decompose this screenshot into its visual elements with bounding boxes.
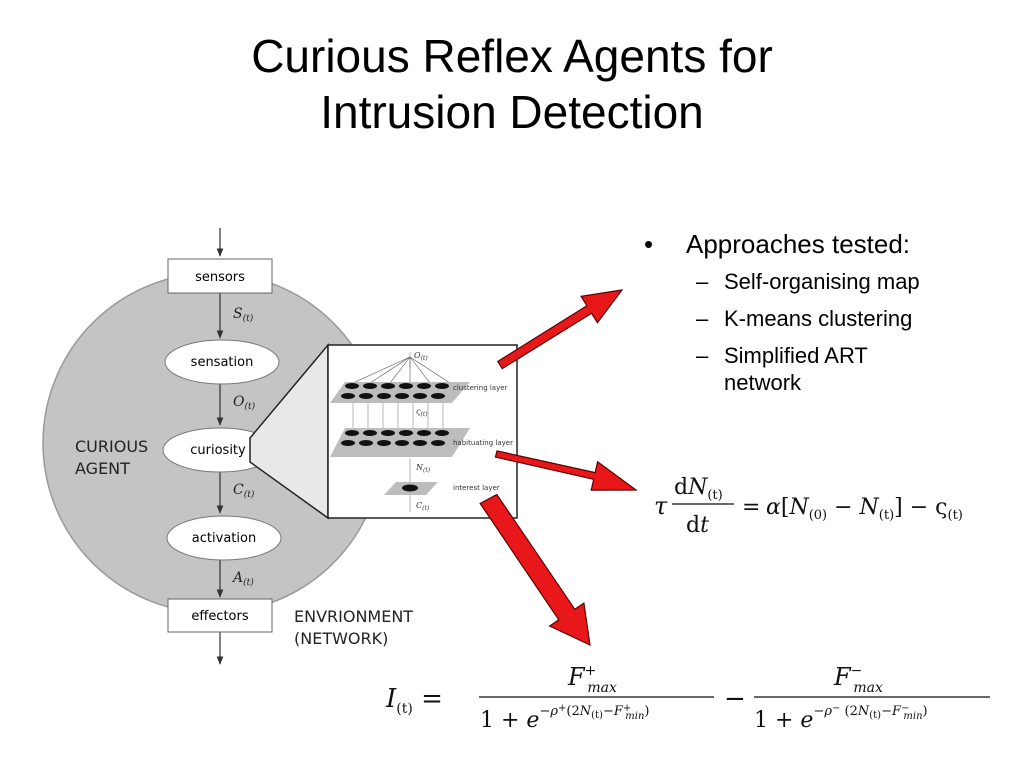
sub-bullet-text: Simplified ART network bbox=[724, 343, 868, 395]
activation-label: activation bbox=[192, 531, 256, 546]
svg-text:α[N(0) − N(t)] − ς(t): α[N(0) − N(t)] − ς(t) bbox=[766, 495, 963, 523]
dash: – bbox=[696, 269, 709, 294]
bullet-sublist: –Self-organising map –K-means clustering… bbox=[696, 268, 1010, 396]
red-arrow-to-bullets bbox=[496, 289, 624, 370]
sub-bullet-text: K-means clustering bbox=[724, 306, 913, 331]
inset-signal-n: N(t) bbox=[415, 463, 431, 474]
interest-layer-label: interest layer bbox=[453, 484, 500, 492]
sub-bullet: –Self-organising map bbox=[696, 268, 1010, 295]
habituation-equation: τ dN(t) dt = α[N(0) − N(t)] − ς(t) bbox=[654, 475, 963, 538]
bullet-main-text: Approaches tested: bbox=[686, 229, 911, 259]
signal-a-label: A(t) bbox=[231, 570, 254, 588]
title-line-1: Curious Reflex Agents for bbox=[251, 30, 773, 82]
svg-text:F+max: F+max bbox=[567, 663, 617, 696]
slide-title: Curious Reflex Agents for Intrusion Dete… bbox=[0, 28, 1024, 140]
title-line-2: Intrusion Detection bbox=[320, 86, 704, 138]
svg-text:dt: dt bbox=[686, 513, 709, 538]
sensation-node: sensation bbox=[164, 339, 280, 385]
dash: – bbox=[696, 306, 709, 331]
svg-text:dN(t): dN(t) bbox=[674, 475, 723, 503]
signal-c-label: C(t) bbox=[233, 482, 255, 500]
inset-signal-c: C(t) bbox=[416, 501, 430, 512]
bullet-dot: • bbox=[644, 229, 654, 259]
inset-signal-o: O(t) bbox=[414, 351, 428, 362]
environment-label: ENVRIONMENT (NETWORK) bbox=[294, 607, 418, 648]
agent-label: CURIOUS AGENT bbox=[75, 437, 153, 478]
interest-equation: I(t) = F+max 1 + e−ρ+(2N(t)−F+min) − F−m… bbox=[385, 663, 990, 733]
habituating-layer-label: habituating layer bbox=[453, 439, 513, 447]
dash: – bbox=[696, 343, 709, 368]
svg-text:−: − bbox=[724, 684, 746, 714]
sensors-label: sensors bbox=[195, 270, 245, 285]
sensation-label: sensation bbox=[191, 355, 254, 370]
curiosity-label: curiosity bbox=[190, 443, 246, 458]
red-arrow-to-interest-equation bbox=[479, 493, 591, 647]
inset-signal-s: ς(t) bbox=[416, 407, 428, 418]
sub-bullet-text: Self-organising map bbox=[724, 269, 920, 294]
activation-node: activation bbox=[166, 515, 282, 561]
signal-s-label: S(t) bbox=[233, 306, 254, 324]
svg-text:1 + e−ρ− (2N(t)−F−min): 1 + e−ρ− (2N(t)−F−min) bbox=[754, 703, 928, 733]
bullet-main: • Approaches tested: bbox=[640, 226, 1010, 262]
effectors-node: effectors bbox=[167, 598, 273, 633]
network-inset: clustering layer habituating layer inter… bbox=[327, 344, 518, 519]
bullet-list: • Approaches tested: –Self-organising ma… bbox=[640, 226, 1010, 406]
sub-bullet: –Simplified ART network bbox=[696, 342, 1010, 396]
red-arrow-to-habituation-equation bbox=[494, 450, 638, 491]
clustering-layer-label: clustering layer bbox=[453, 384, 508, 392]
svg-text:F−max: F−max bbox=[833, 663, 883, 696]
svg-text:I(t) =: I(t) = bbox=[385, 684, 443, 717]
svg-text:τ: τ bbox=[654, 492, 668, 520]
svg-text:=: = bbox=[742, 495, 760, 520]
effectors-label: effectors bbox=[191, 609, 248, 624]
signal-o-label: O(t) bbox=[233, 394, 256, 412]
curiosity-node: curiosity bbox=[162, 427, 278, 473]
sensors-node: sensors bbox=[167, 258, 273, 294]
svg-text:1 + e−ρ+(2N(t)−F+min): 1 + e−ρ+(2N(t)−F+min) bbox=[480, 703, 649, 733]
sub-bullet: –K-means clustering bbox=[696, 305, 1010, 332]
